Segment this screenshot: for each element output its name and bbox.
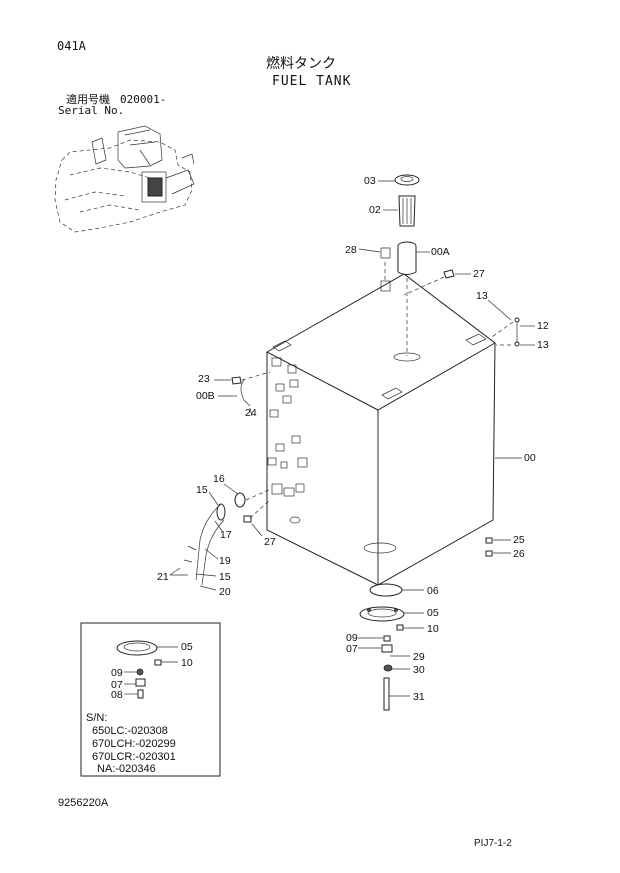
inset-label-10: 10: [181, 657, 193, 669]
part-label-27-top: 27: [473, 268, 485, 280]
inset-label-07: 07: [111, 679, 123, 691]
title-japanese: 燃料タンク: [266, 56, 336, 72]
page-reference: PIJ7-1-2: [474, 838, 512, 849]
inset-label-09: 09: [111, 667, 123, 679]
serial-label-en: Serial No.: [58, 104, 125, 117]
part-label-25: 25: [513, 534, 525, 546]
part-label-07: 07: [346, 643, 358, 655]
page-code: 041A: [57, 39, 86, 53]
part-label-13-upper: 13: [476, 290, 488, 302]
part-label-15-upper: 15: [196, 484, 208, 496]
part-label-28: 28: [345, 244, 357, 256]
part-label-27-side: 27: [264, 536, 276, 548]
strap-assembly: [491, 317, 520, 347]
machine-location-thumbnail: [54, 125, 195, 233]
part-label-10: 10: [427, 623, 439, 635]
part-label-15-lower: 15: [219, 571, 231, 583]
inset-serial-line-1: 650LC:-020308: [92, 725, 168, 737]
inset-label-05: 05: [181, 641, 193, 653]
serial-label-jp: 適用号機: [66, 93, 110, 106]
part-label-21: 21: [157, 571, 169, 583]
part-label-05: 05: [427, 607, 439, 619]
left-fitting-assembly: [231, 371, 271, 407]
part-label-09: 09: [346, 632, 358, 644]
part-label-02: 02: [369, 204, 381, 216]
part-label-03: 03: [364, 175, 376, 187]
leader-lines: [169, 180, 535, 697]
part-label-12: 12: [537, 320, 549, 332]
part-label-23: 23: [198, 373, 210, 385]
drawing-number: 9256220A: [58, 797, 109, 809]
part-label-24: 24: [245, 407, 257, 419]
inset-serial-line-3: 670LCR:-020301: [92, 751, 176, 763]
part-label-13-lower: 13: [537, 339, 549, 351]
cap-assembly: [380, 174, 455, 356]
inset-label-08: 08: [111, 689, 123, 701]
inset-serial-label: S/N:: [86, 712, 108, 724]
inset-variant-box: [80, 622, 221, 777]
serial-value: 020001-: [120, 93, 167, 106]
title-english: FUEL TANK: [272, 74, 352, 89]
part-label-26: 26: [513, 548, 525, 560]
part-label-00A: 00A: [431, 246, 450, 258]
part-label-20: 20: [219, 586, 231, 598]
part-label-17: 17: [220, 529, 232, 541]
part-label-30: 30: [413, 664, 425, 676]
inset-serial-line-2: 670LCH:-020299: [92, 738, 176, 750]
fuel-tank-body: [265, 273, 496, 586]
part-label-00B: 00B: [196, 390, 215, 402]
inset-serial-line-4: NA:-020346: [97, 763, 156, 775]
part-label-16: 16: [213, 473, 225, 485]
part-label-19: 19: [219, 555, 231, 567]
part-label-00: 00: [524, 452, 536, 464]
drain-hose-assembly: [183, 488, 272, 586]
part-label-31: 31: [413, 691, 425, 703]
part-label-29: 29: [413, 651, 425, 663]
part-label-06: 06: [427, 585, 439, 597]
bottom-drain-assembly: [359, 537, 493, 711]
